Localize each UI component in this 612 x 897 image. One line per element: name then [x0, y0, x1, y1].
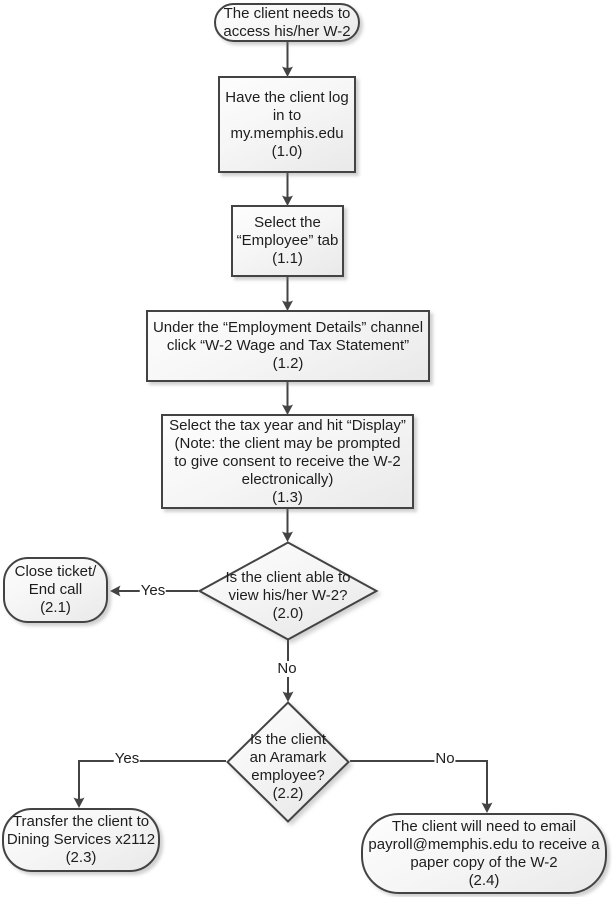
node-decision-2-2: Is the client an Aramark employee? (2.2) — [226, 701, 350, 823]
edge-label-yes-2-2: Yes — [113, 750, 141, 767]
node-decision-2-0: Is the client able to view his/her W-2? … — [197, 541, 379, 641]
edge-2.2-2.3 — [78, 760, 226, 801]
arrowhead-2.2-2.4 — [481, 802, 493, 813]
node-step-1-0-label: Have the client log in to my.memphis.edu… — [225, 88, 349, 160]
edge-label-yes-2-0: Yes — [139, 582, 167, 599]
node-step-1-3-label: Select the tax year and hit “Display” (N… — [169, 416, 406, 506]
decision-2-0-shape — [197, 541, 379, 641]
node-end-2-3: Transfer the client to Dining Services x… — [2, 808, 160, 872]
arrowhead-1.3-2.0 — [282, 531, 293, 542]
edge-label-no-2-2: No — [434, 750, 456, 767]
node-decision-2-0-label: Is the client able to view his/her W-2? … — [225, 569, 351, 622]
node-step-1-2: Under the “Employment Details” channel c… — [146, 310, 430, 382]
node-end-2-4: The client will need to email payroll@me… — [361, 813, 607, 894]
node-step-1-3: Select the tax year and hit “Display” (N… — [161, 414, 414, 509]
node-decision-2-2-label: Is the client an Aramark employee? (2.2) — [249, 731, 327, 802]
node-step-1-2-label: Under the “Employment Details” channel c… — [152, 319, 424, 372]
node-end-2-1: Close ticket/ End call (2.1) — [3, 557, 108, 623]
arrowhead-2.0-2.1 — [110, 585, 121, 597]
arrowhead-1.2-1.3 — [282, 404, 293, 415]
arrowhead-1.1-1.2 — [282, 300, 293, 311]
node-step-1-0: Have the client log in to my.memphis.edu… — [218, 76, 356, 173]
edge-label-no-2-0: No — [276, 660, 298, 677]
node-step-1-1: Select the “Employee” tab (1.1) — [231, 205, 344, 277]
arrowhead-2.0-2.2 — [282, 691, 294, 702]
node-end-2-4-label: The client will need to email payroll@me… — [368, 817, 600, 889]
node-start-label: The client needs to access his/her W-2 — [223, 4, 351, 40]
node-start: The client needs to access his/her W-2 — [214, 3, 360, 42]
connector-arrowheads — [73, 66, 493, 813]
node-end-2-1-label: Close ticket/ End call (2.1) — [14, 563, 97, 616]
node-step-1-1-label: Select the “Employee” tab (1.1) — [236, 214, 339, 267]
arrowhead-1.0-1.1 — [282, 195, 293, 206]
arrowhead-start-1.0 — [282, 66, 293, 77]
edge-2.2-2.4 — [350, 760, 488, 806]
decision-2-2-shape — [226, 701, 350, 823]
arrowhead-2.2-2.3 — [73, 797, 85, 808]
node-end-2-3-label: Transfer the client to Dining Services x… — [6, 813, 156, 866]
